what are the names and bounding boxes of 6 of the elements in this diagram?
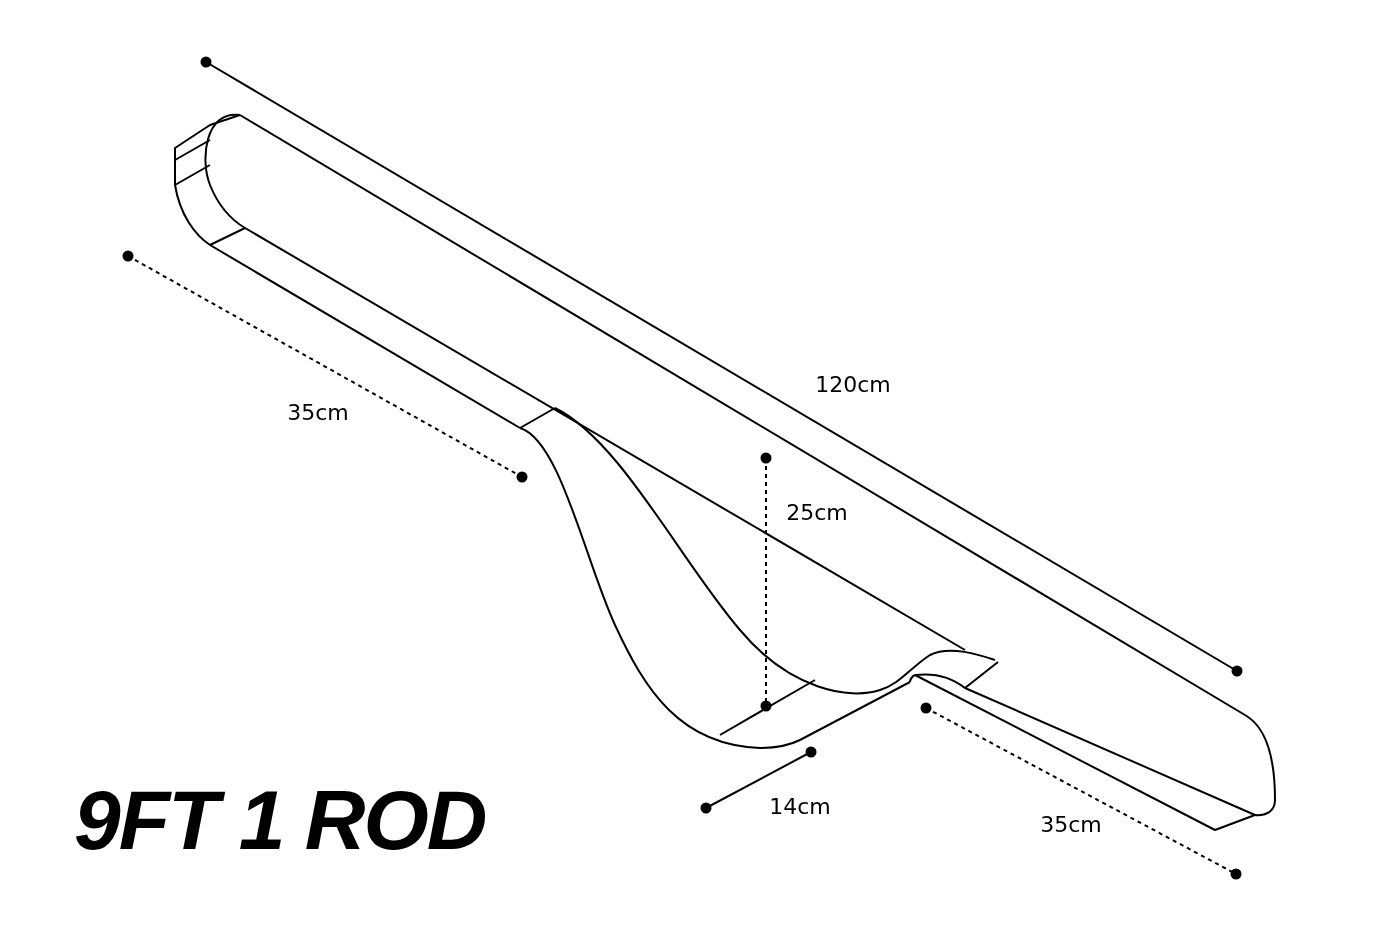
- title: 9FT 1 ROD: [74, 778, 486, 862]
- dimension-label: 25cm: [786, 499, 848, 525]
- dimension-label: 35cm: [287, 399, 349, 425]
- dimension-label: 35cm: [1040, 811, 1102, 837]
- dimension-label: 120cm: [815, 371, 891, 397]
- dimension-label: 14cm: [769, 793, 831, 819]
